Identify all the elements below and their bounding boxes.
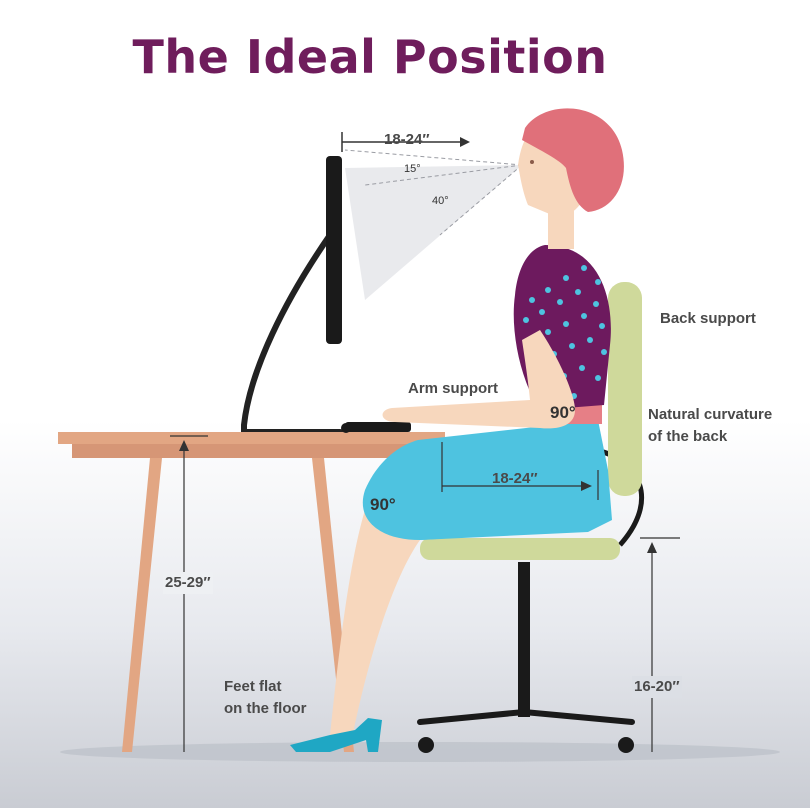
gaze-line-top [344, 149, 523, 166]
arm-support-label: Arm support [408, 380, 498, 397]
desk-apron [72, 444, 437, 458]
polka-dots [523, 265, 607, 399]
desk-height-arrowhead [179, 440, 189, 451]
chair-wheel-left [418, 737, 434, 753]
curvature-label-line1: Natural curvature [648, 406, 773, 423]
chair-seat [420, 538, 620, 560]
desk-top [58, 432, 445, 444]
feet-flat-label-line2: on the floor [224, 700, 307, 717]
angle-top-label: 15° [404, 163, 421, 175]
person-skirt [362, 420, 612, 540]
person-lower-leg [330, 510, 420, 738]
seat-height-label: 16-20″ [632, 676, 682, 698]
seat-height-arrowhead [647, 542, 657, 553]
feet-flat-label-line1: Feet flat [224, 678, 282, 695]
monitor-screen [326, 156, 342, 344]
feet-flat-label: Feet flat on the floor [224, 676, 344, 720]
person-eye [530, 160, 534, 164]
keyboard [345, 422, 411, 432]
person-shoe [290, 718, 382, 752]
chair-base [518, 562, 530, 717]
curvature-label-line2: of the back [648, 428, 728, 445]
chair-wheel-right [618, 737, 634, 753]
chair-feet [417, 708, 635, 725]
gaze-line-mid [364, 164, 523, 186]
monitor-stand [241, 232, 343, 435]
back-support-label: Back support [660, 310, 756, 327]
floor-shadow [60, 742, 780, 762]
knee-angle-label: 90° [370, 495, 396, 514]
person-arm [382, 330, 575, 429]
desk-height-label: 25-29″ [163, 572, 213, 594]
curvature-label: Natural curvature of the back [648, 404, 808, 448]
monitor-distance-label: 18-24″ [384, 131, 430, 148]
monitor-distance-arrowhead [460, 137, 470, 147]
mouse [341, 423, 351, 433]
page-title: The Ideal Position [132, 30, 608, 84]
angle-bottom-label: 40° [432, 195, 449, 207]
desk-leg-left [122, 458, 162, 752]
gaze-line-bottom [439, 164, 523, 236]
seat-depth-label: 18-24″ [492, 470, 538, 487]
viewing-cone [345, 165, 522, 300]
chair-back [608, 282, 642, 496]
seat-depth-arrowhead [581, 481, 592, 491]
person-hair [522, 108, 624, 212]
elbow-angle-label: 90° [550, 403, 576, 422]
